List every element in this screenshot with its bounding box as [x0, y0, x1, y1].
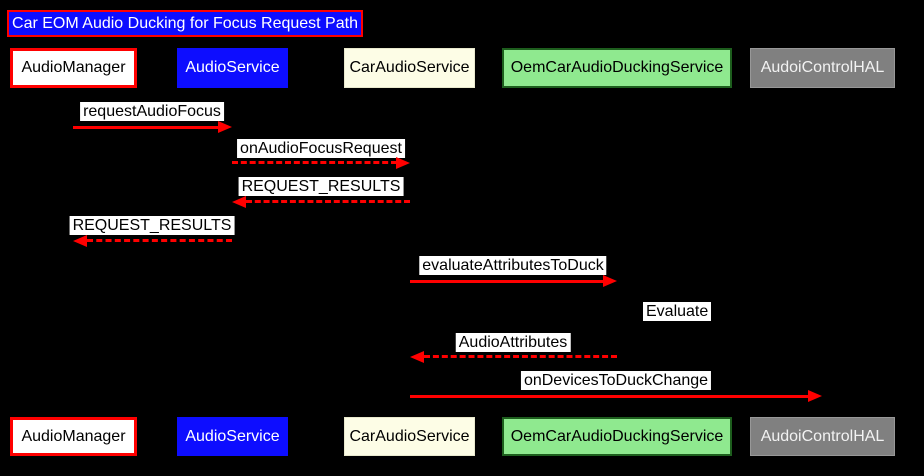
message-label-evaluateattributestoduck: evaluateAttributesToDuck: [419, 256, 607, 275]
message-label-request-results-1: REQUEST_RESULTS: [238, 177, 404, 196]
arrowhead-right-icon: [603, 275, 617, 287]
message-line-request-results-1: [246, 200, 410, 203]
participant-audiomanager-bottom: AudioManager: [10, 417, 137, 456]
participant-caraudioservice-top: CarAudioService: [344, 48, 475, 88]
message-label-evaluate: Evaluate: [643, 302, 712, 321]
message-line-audioattributes: [424, 355, 617, 358]
message-label-ondevicestoduckchange: onDevicesToDuckChange: [520, 371, 712, 390]
message-label-request-results-2: REQUEST_RESULTS: [69, 216, 235, 235]
participant-audioservice-top: AudioService: [177, 48, 288, 88]
arrowhead-left-icon: [73, 235, 87, 247]
arrowhead-right-icon: [808, 390, 822, 402]
arrowhead-left-icon: [232, 196, 246, 208]
participant-oemcaraudioduckingservice-top: OemCarAudioDuckingService: [502, 48, 732, 88]
message-line-onaudiofocusrequest: [232, 161, 397, 164]
message-label-requestaudiofocus: requestAudioFocus: [80, 102, 224, 121]
message-line-ondevicestoduckchange: [410, 395, 808, 398]
participant-audiocontrolhal-top: AudoiControlHAL: [750, 48, 895, 88]
participant-audiocontrolhal-bottom: AudoiControlHAL: [750, 417, 895, 456]
message-label-audioattributes: AudioAttributes: [455, 333, 571, 352]
message-label-onaudiofocusrequest: onAudioFocusRequest: [237, 139, 405, 158]
participant-caraudioservice-bottom: CarAudioService: [344, 417, 475, 456]
arrowhead-right-icon: [396, 157, 410, 169]
arrowhead-right-icon: [218, 121, 232, 133]
participant-audiomanager-top: AudioManager: [10, 48, 137, 88]
diagram-title: Car EOM Audio Ducking for Focus Request …: [7, 10, 363, 37]
arrowhead-left-icon: [410, 351, 424, 363]
participant-oemcaraudioduckingservice-bottom: OemCarAudioDuckingService: [502, 417, 732, 456]
participant-audioservice-bottom: AudioService: [177, 417, 288, 456]
message-line-requestaudiofocus: [73, 126, 220, 129]
message-line-evaluateattributestoduck: [410, 280, 603, 283]
message-line-request-results-2: [87, 239, 232, 242]
